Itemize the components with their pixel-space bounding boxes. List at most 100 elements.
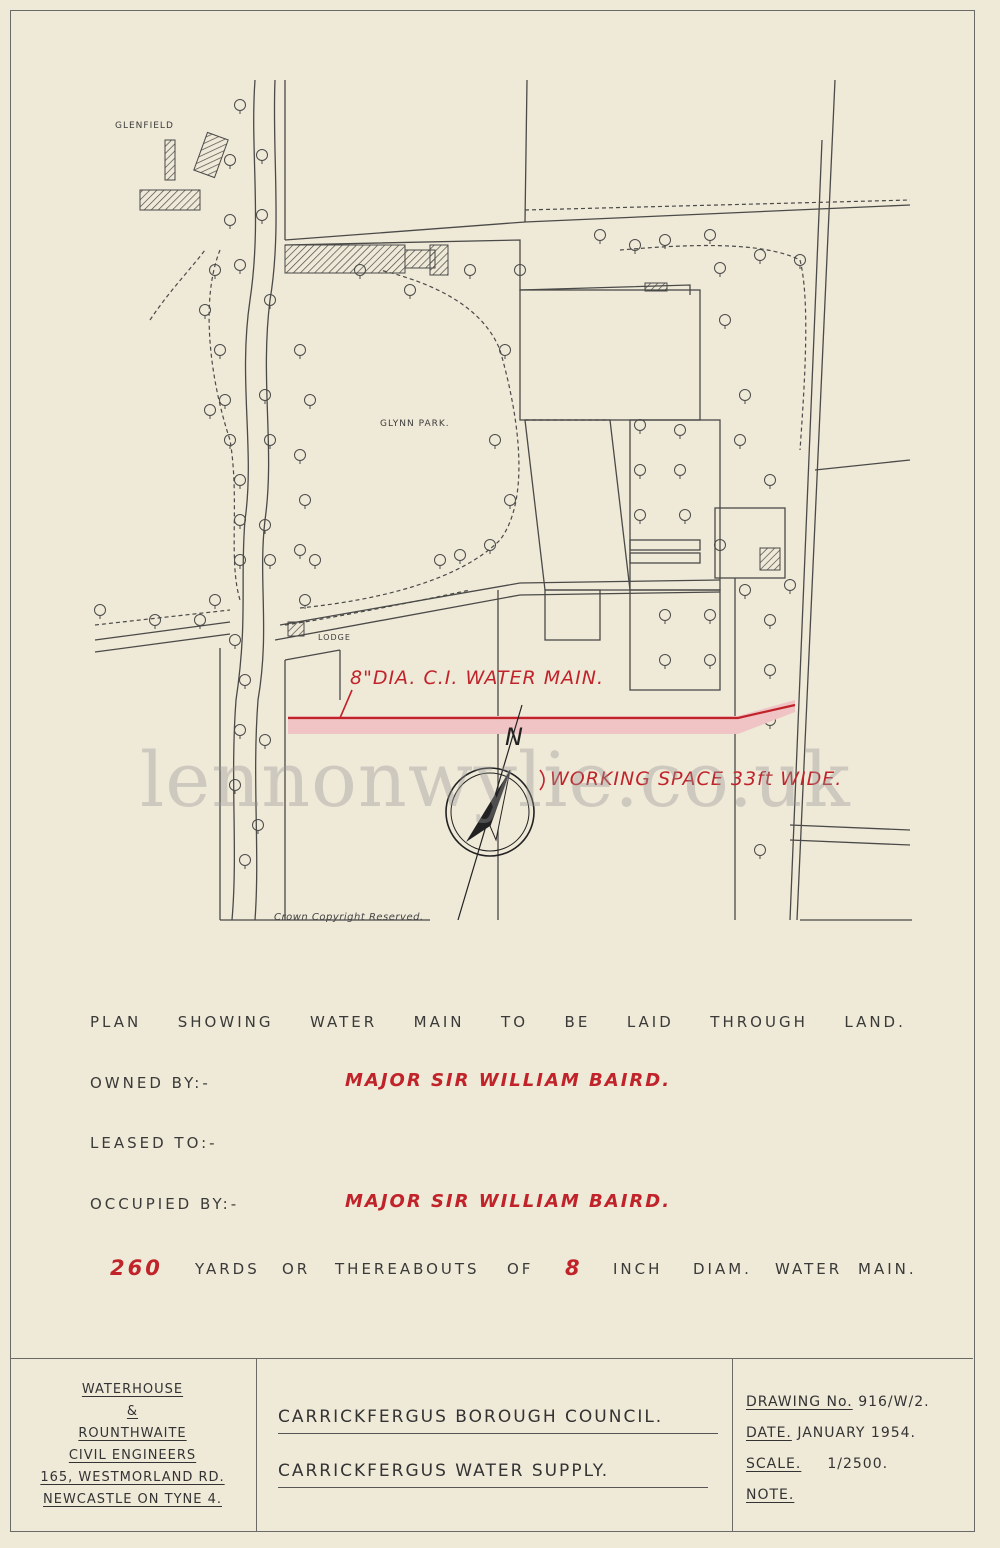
road-edge <box>94 633 231 653</box>
tree-symbol <box>734 434 746 446</box>
tree-symbol <box>764 614 776 626</box>
lodge-building <box>287 621 305 637</box>
project-name: CARRICKFERGUS WATER SUPPLY. <box>278 1461 728 1488</box>
date-label: DATE. <box>746 1425 792 1441</box>
glenfield-building <box>164 139 176 181</box>
council-text: CARRICKFERGUS BOROUGH COUNCIL. <box>278 1407 664 1427</box>
road-edge <box>519 579 721 584</box>
tree-symbol <box>204 404 216 416</box>
tree-symbol <box>704 609 716 621</box>
scale-label: SCALE. <box>746 1456 802 1472</box>
glynn-house-wing <box>429 244 449 276</box>
tree-symbol <box>739 389 751 401</box>
qty-word: OR <box>282 1260 311 1278</box>
tree-symbol <box>674 464 686 476</box>
crown-copyright: Crown Copyright Reserved. <box>274 912 424 923</box>
tree-symbol <box>234 99 246 111</box>
tree-symbol <box>659 654 671 666</box>
date-value: JANUARY 1954. <box>797 1425 916 1441</box>
drive-path <box>149 249 206 321</box>
tree-symbol <box>704 654 716 666</box>
tree-symbol <box>234 474 246 486</box>
title-block-divider <box>732 1359 733 1531</box>
tree-symbol <box>294 344 306 356</box>
tree-symbol <box>754 249 766 261</box>
working-space-band <box>288 716 738 734</box>
owned-by-value: MAJOR SIR WILLIAM BAIRD. <box>345 1070 672 1091</box>
tree-symbol <box>499 344 511 356</box>
tree-symbol <box>754 844 766 856</box>
working-space-annotation: WORKING SPACE 33ft WIDE. <box>550 768 843 790</box>
plan-title-word: MAIN <box>413 1013 465 1031</box>
occupied-by-row: OCCUPIED BY:- MAJOR SIR WILLIAM BAIRD. <box>90 1191 912 1217</box>
tree-symbols <box>94 99 806 869</box>
water-main-route <box>288 703 796 720</box>
qty-word: OF <box>507 1260 534 1278</box>
lane-edge <box>789 824 911 831</box>
field-line-east-inner <box>789 139 823 921</box>
north-arrow: N <box>445 704 535 921</box>
glasshouse <box>629 539 701 551</box>
leased-to-label: LEASED TO:- <box>90 1134 218 1152</box>
label-glenfield: GLENFIELD <box>115 121 174 131</box>
field-line <box>524 79 528 223</box>
tree-symbol <box>259 389 271 401</box>
orchard <box>629 589 721 691</box>
water-main-leader <box>339 689 353 719</box>
orchard <box>629 419 721 591</box>
inch-value: 8 <box>565 1256 583 1280</box>
tree-symbol <box>464 264 476 276</box>
road-path <box>94 609 231 626</box>
plan-title-word: BE <box>564 1013 591 1031</box>
road-edge <box>274 594 521 641</box>
tree-symbol <box>239 674 251 686</box>
field <box>519 289 701 421</box>
farm-building <box>759 547 781 571</box>
tree-symbol <box>659 609 671 621</box>
tree-symbol <box>224 154 236 166</box>
tree-symbol <box>764 664 776 676</box>
owned-by-label: OWNED BY:- <box>90 1074 211 1092</box>
owned-by-row: OWNED BY:- MAJOR SIR WILLIAM BAIRD. <box>90 1070 912 1096</box>
tree-symbol <box>489 434 501 446</box>
tree-symbol <box>199 304 211 316</box>
qty-word: INCH <box>613 1260 663 1278</box>
tree-symbol <box>634 464 646 476</box>
park-path <box>299 269 520 609</box>
tree-symbol <box>234 724 246 736</box>
tree-symbol <box>299 594 311 606</box>
tree-symbol <box>264 554 276 566</box>
glynn-house-building <box>284 244 406 274</box>
north-letter: N <box>505 723 523 751</box>
drawing-number-value: 916/W/2. <box>858 1394 930 1410</box>
tree-symbol <box>794 254 806 266</box>
plan-title-word: LAID <box>626 1013 674 1031</box>
tree-symbol <box>739 584 751 596</box>
farm-building <box>644 282 668 292</box>
lane-edge <box>789 839 911 846</box>
field-path <box>524 199 911 211</box>
tree-symbol <box>454 549 466 561</box>
yards-value: 260 <box>110 1256 163 1280</box>
tree-symbol <box>434 554 446 566</box>
council-name: CARRICKFERGUS BOROUGH COUNCIL. <box>278 1407 728 1434</box>
tree-symbol <box>194 614 206 626</box>
label-glynn-park: GLYNN PARK. <box>380 419 450 429</box>
tree-symbol <box>214 344 226 356</box>
tree-symbol <box>784 579 796 591</box>
label-lodge: LODGE <box>318 633 351 642</box>
road-edge <box>519 591 721 596</box>
firm-line: CIVIL ENGINEERS <box>68 1448 197 1463</box>
tree-symbol <box>634 509 646 521</box>
lodge-field <box>284 649 341 661</box>
firm-line: WATERHOUSE <box>81 1382 184 1397</box>
qty-word: DIAM. <box>693 1260 752 1278</box>
tree-symbol <box>294 449 306 461</box>
field-line <box>524 204 911 223</box>
tree-symbol <box>594 229 606 241</box>
tree-symbol <box>764 474 776 486</box>
tree-symbol <box>239 854 251 866</box>
qty-word: THEREABOUTS <box>335 1260 480 1278</box>
firm-line: & <box>126 1404 139 1419</box>
